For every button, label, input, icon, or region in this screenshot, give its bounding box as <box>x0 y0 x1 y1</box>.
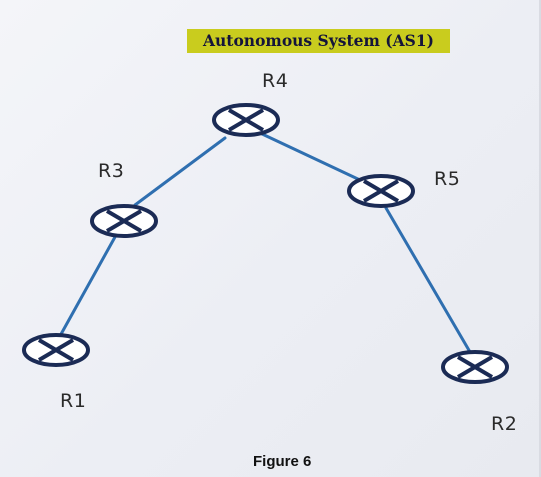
router-r1 <box>22 333 90 367</box>
link-r5-r2 <box>384 206 472 354</box>
links <box>58 131 472 354</box>
router-label-r3: R3 <box>98 160 125 182</box>
figure-caption: Figure 6 <box>253 453 312 470</box>
link-r4-r5 <box>258 131 362 182</box>
router-r2 <box>441 350 509 384</box>
router-r4 <box>212 103 280 137</box>
router-label-r4: R4 <box>262 70 289 92</box>
as-title: Autonomous System (AS1) <box>187 29 450 53</box>
router-r3 <box>90 204 158 238</box>
link-r3-r4 <box>133 136 227 207</box>
link-r1-r3 <box>58 235 117 338</box>
router-label-r2: R2 <box>491 413 518 435</box>
router-label-r5: R5 <box>434 168 461 190</box>
router-r5 <box>347 174 415 208</box>
router-label-r1: R1 <box>60 390 87 412</box>
